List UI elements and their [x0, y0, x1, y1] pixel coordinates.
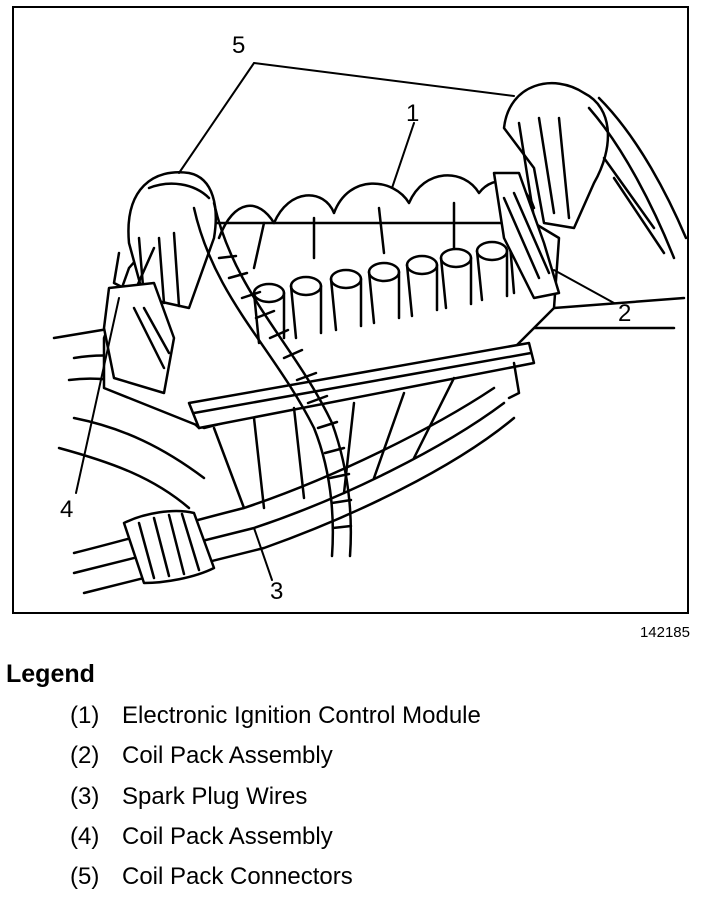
legend-item-number: (1) [70, 702, 100, 729]
legend-item: (1) Electronic Ignition Control Module [70, 702, 481, 730]
leader-lines [75, 62, 615, 581]
coil-pack-assembly-2 [492, 171, 561, 300]
legend-item: (2) Coil Pack Assembly [70, 742, 333, 770]
callout-4: 4 [60, 496, 74, 523]
callout-2: 2 [618, 300, 632, 327]
figure-frame: 5 1 2 4 3 [12, 6, 689, 614]
legend-item-text: Coil Pack Assembly [122, 823, 333, 850]
legend-item-text: Coil Pack Connectors [122, 863, 353, 890]
ignition-module-illustration [52, 62, 687, 595]
coil-pack-connector-left [112, 171, 217, 310]
legend-item-text: Spark Plug Wires [122, 783, 308, 810]
figure-id: 142185 [639, 624, 690, 641]
wire-conduit [192, 201, 353, 558]
legend-title: Legend [6, 660, 95, 688]
coil-pack-connector-right [502, 81, 687, 260]
callout-5: 5 [232, 32, 246, 59]
spark-plug-wires [72, 376, 516, 595]
legend-item: (4) Coil Pack Assembly [70, 823, 333, 851]
coil-pack-assembly-4 [102, 281, 176, 395]
legend-item-number: (3) [70, 783, 100, 810]
legend-item-number: (5) [70, 863, 100, 890]
callout-1: 1 [406, 100, 420, 127]
legend-item-text: Coil Pack Assembly [122, 742, 333, 769]
legend-item: (3) Spark Plug Wires [70, 783, 307, 811]
legend-item-number: (4) [70, 823, 100, 850]
legend-item-text: Electronic Ignition Control Module [122, 702, 481, 729]
legend-item-number: (2) [70, 742, 100, 769]
callout-3: 3 [270, 578, 284, 605]
legend-item: (5) Coil Pack Connectors [70, 863, 353, 891]
